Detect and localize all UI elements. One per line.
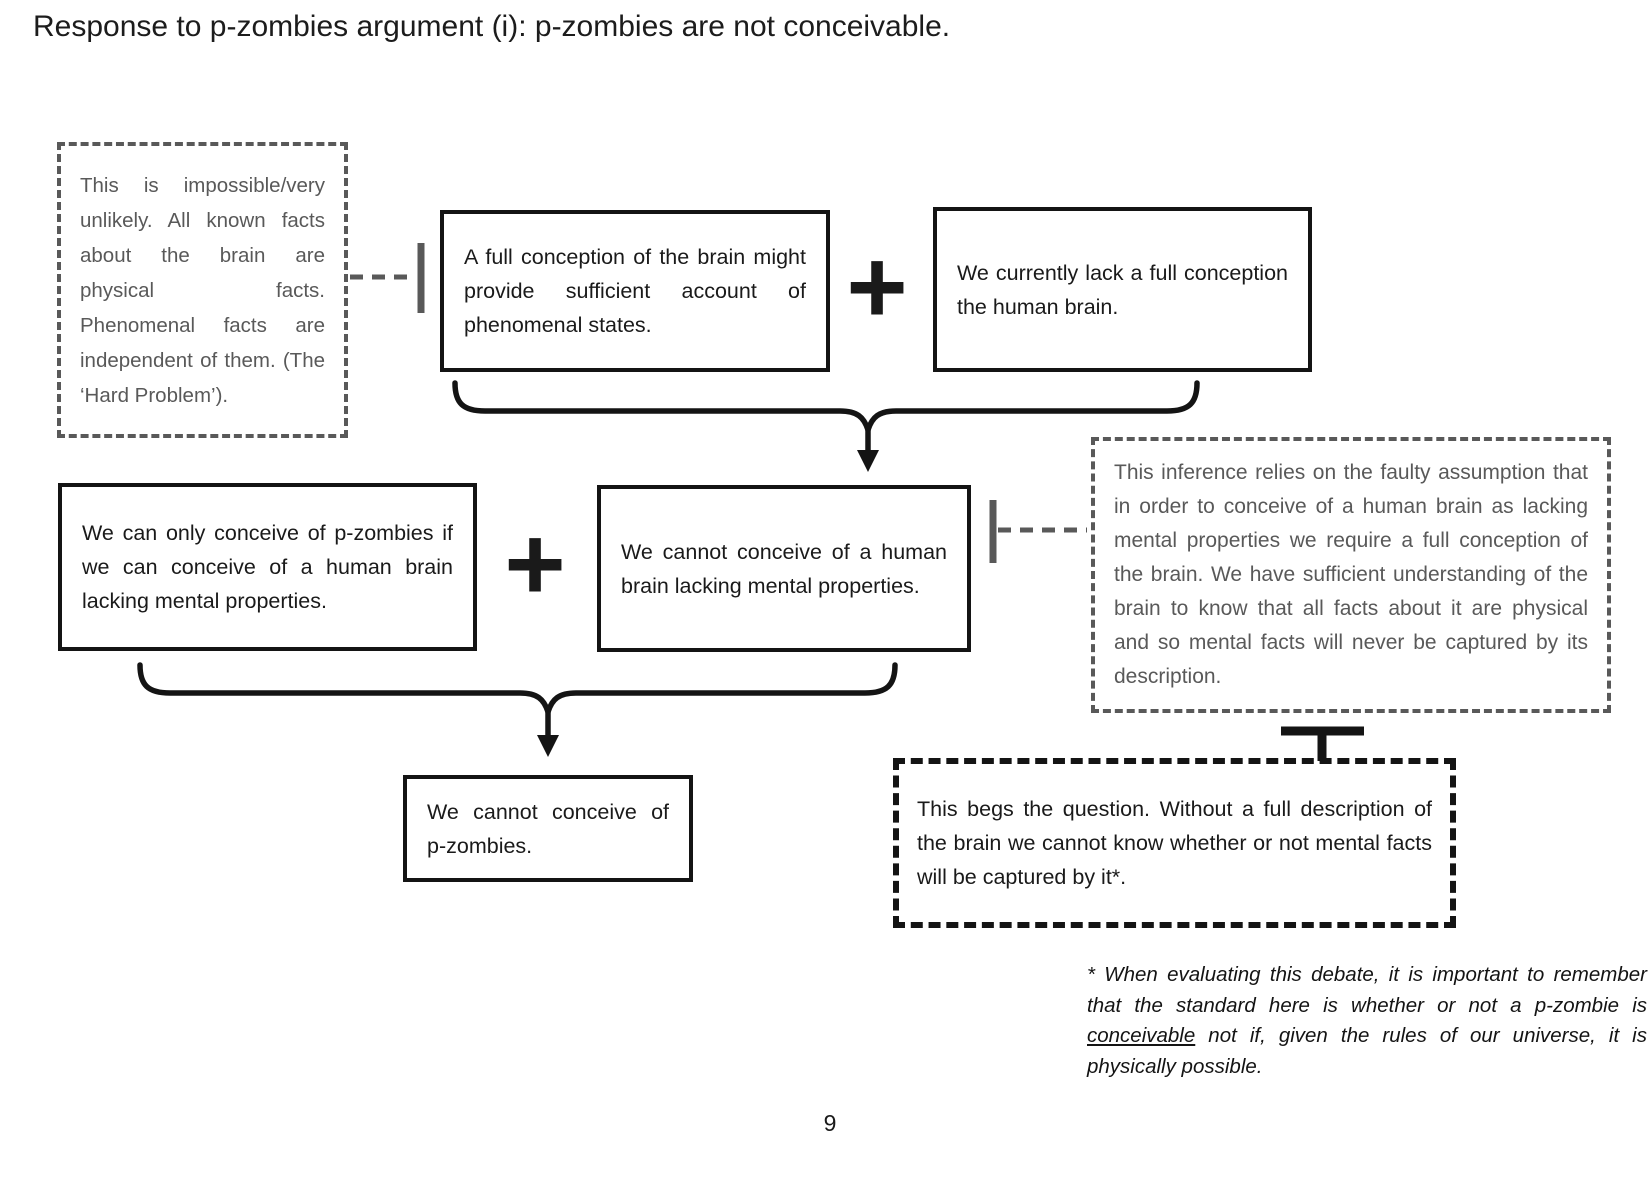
box-only-if-premise: We can only conceive of p-zombies if we … — [58, 483, 477, 651]
page-number: 9 — [823, 1110, 837, 1136]
box-only-if-text: We can only conceive of p-zombies if we … — [82, 521, 453, 613]
dashed-tack-connector-left — [350, 243, 425, 313]
note-hard-problem-text: This is impossible/very unlikely. All kn… — [80, 173, 325, 407]
note-begs-question-text: This begs the question. Without a full d… — [917, 797, 1432, 889]
box-full-conception-premise: A full conception of the brain might pro… — [440, 210, 830, 372]
curly-brace-down-bottom — [137, 662, 898, 757]
box-full-conception-text: A full conception of the brain might pro… — [464, 245, 806, 337]
box-cannot-conceive-brain: We cannot conceive of a human brain lack… — [597, 485, 971, 652]
dashed-tack-connector-right — [989, 500, 1087, 563]
note-faulty-assumption-text: This inference relies on the faulty assu… — [1114, 461, 1588, 688]
footnote-suffix: not if, given the rules of our universe,… — [1087, 1024, 1647, 1078]
plus-icon: + — [846, 229, 908, 346]
note-hard-problem: This is impossible/very unlikely. All kn… — [57, 142, 348, 438]
box-cannot-conceive-brain-text: We cannot conceive of a human brain lack… — [621, 539, 947, 598]
box-cannot-conceive-pzombies: We cannot conceive of p-zombies. — [403, 775, 693, 882]
arrow-down-icon — [857, 429, 879, 472]
box-cannot-conceive-pzombies-text: We cannot conceive of p-zombies. — [427, 799, 669, 858]
footnote-underlined-word: conceivable — [1087, 1024, 1196, 1047]
box-lack-conception-text: We currently lack a full conception the … — [957, 260, 1288, 319]
box-lack-conception-premise: We currently lack a full conception the … — [933, 207, 1312, 372]
note-begs-question: This begs the question. Without a full d… — [893, 758, 1456, 928]
footnote: * When evaluating this debate, it is imp… — [1087, 960, 1647, 1082]
arrow-down-icon — [537, 711, 559, 757]
curly-brace-down-top — [452, 380, 1200, 472]
page-title: Response to p-zombies argument (i): p-zo… — [33, 10, 951, 43]
plus-icon: + — [504, 506, 566, 623]
t-connector — [1281, 726, 1364, 761]
footnote-prefix: * When evaluating this debate, it is imp… — [1087, 963, 1647, 1017]
note-faulty-assumption: This inference relies on the faulty assu… — [1091, 437, 1611, 713]
